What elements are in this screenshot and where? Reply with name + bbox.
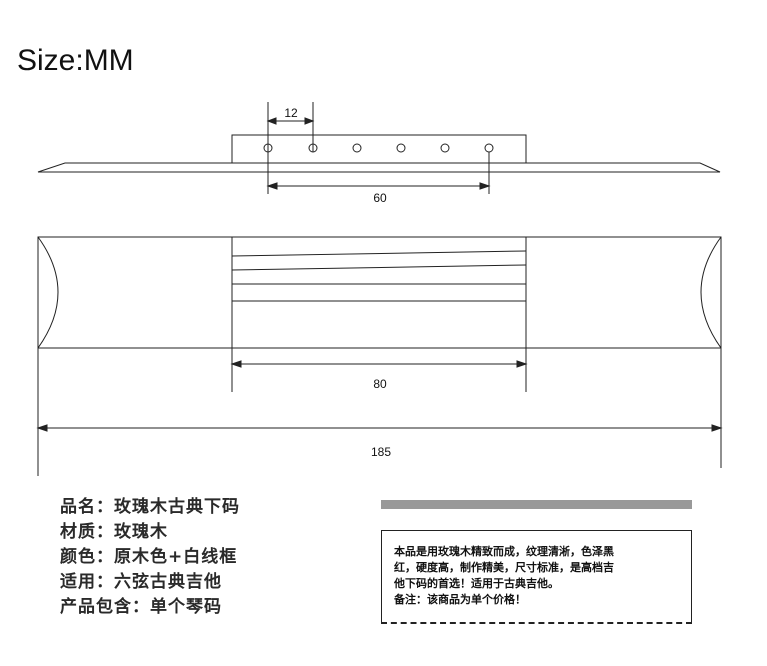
divider-bar [381, 500, 692, 509]
side-view [37, 134, 721, 173]
spec-item-color: 颜色：原木色+白线框 [60, 547, 238, 567]
description-line: 本品是用玫瑰木精致而成，纹理清淅，色泽黑 [394, 545, 614, 558]
string-hole [484, 143, 494, 153]
description-line: 他下码的首选！适用于古典吉他。 [394, 577, 559, 590]
description-box: 本品是用玫瑰木精致而成，纹理清淅，色泽黑 红，硬度高，制作精美，尺寸标准，是高档… [381, 530, 692, 624]
saddle-slot-line [231, 264, 527, 271]
dimension-label-total-length: 185 [371, 445, 391, 459]
description-line: 红，硬度高，制作精美，尺寸标准，是高档吉 [394, 561, 614, 574]
dimension-total-length [36, 348, 723, 476]
string-hole [352, 143, 362, 153]
dimension-saddle-width [230, 348, 528, 392]
string-hole [440, 143, 450, 153]
bridge-wing [37, 162, 721, 173]
spec-list: 品名：玫瑰木古典下码 材质：玫瑰木 颜色：原木色+白线框 适用：六弦古典吉他 产… [60, 495, 240, 620]
dimension-label-saddle-width: 80 [373, 377, 387, 391]
dimension-hole-span [266, 152, 491, 194]
spec-item-contents: 产品包含：单个琴码 [60, 597, 222, 617]
description-note: 备注：该商品为单个价格！ [394, 593, 526, 606]
top-view [37, 236, 722, 349]
spec-item-fit: 适用：六弦古典吉他 [60, 572, 222, 592]
right-wing-curve [700, 236, 722, 349]
saddle-slot-line [231, 250, 527, 257]
dimension-hole-spacing [266, 102, 315, 152]
dimension-label-hole-span: 60 [373, 191, 387, 205]
string-hole [396, 143, 406, 153]
left-wing-curve [37, 236, 59, 349]
bridge-outline [37, 236, 722, 349]
spec-item-name: 品名：玫瑰木古典下码 [60, 497, 240, 517]
description-text: 本品是用玫瑰木精致而成，纹理清淅，色泽黑 红，硬度高，制作精美，尺寸标准，是高档… [394, 544, 686, 608]
page-title: Size:MM [17, 44, 134, 77]
tie-block [231, 134, 527, 164]
dimension-label-hole-spacing: 12 [284, 106, 298, 120]
spec-item-material: 材质：玫瑰木 [60, 522, 168, 542]
